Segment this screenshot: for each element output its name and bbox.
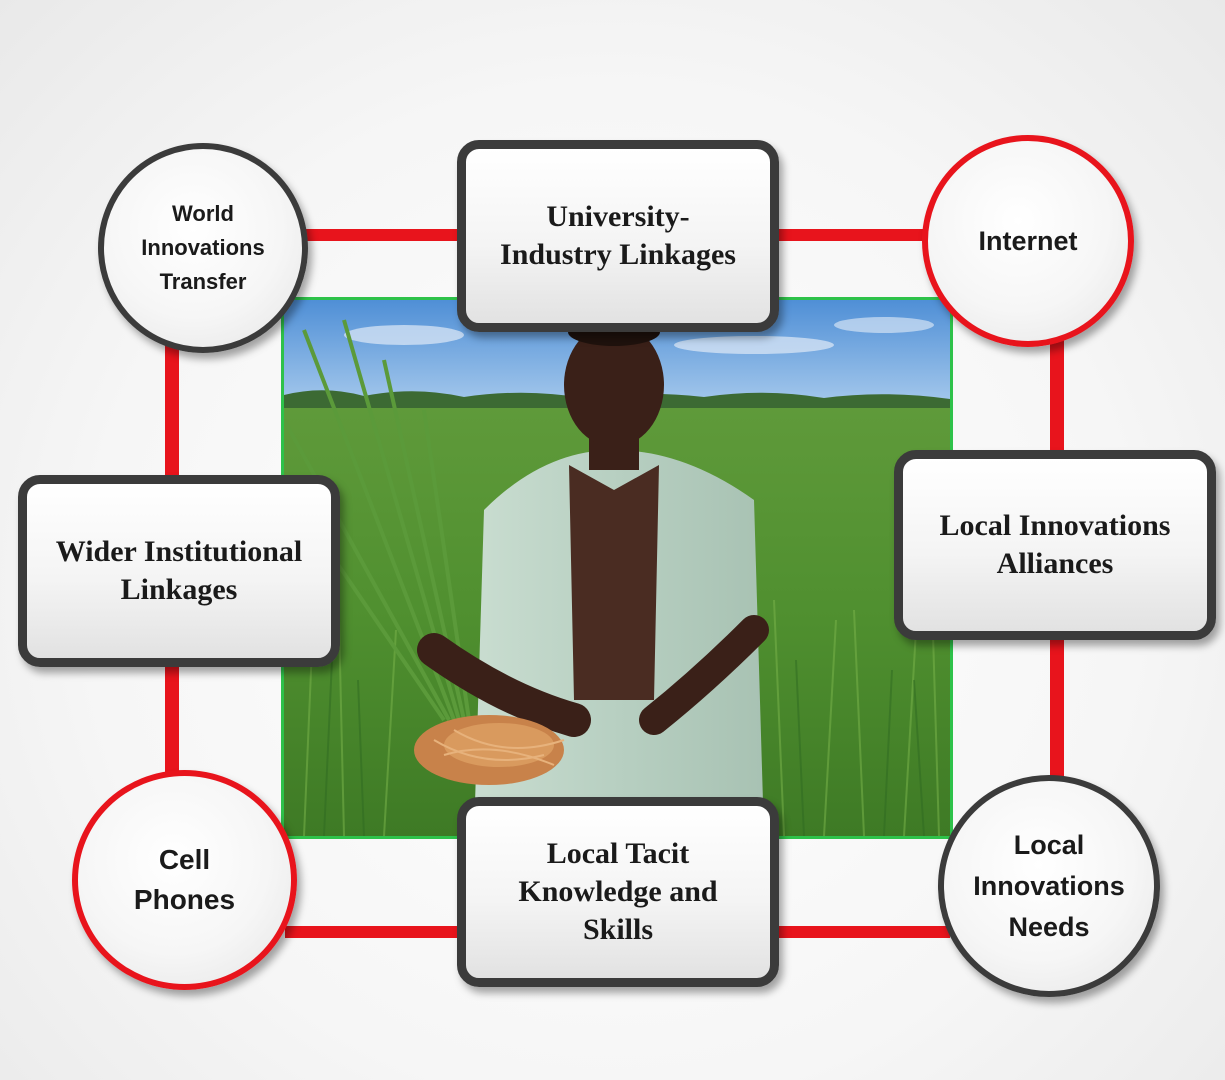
local-innovations-alliances-box: Local Innovations Alliances xyxy=(894,450,1216,640)
local-innovations-alliances-label: Local Innovations Alliances xyxy=(939,509,1171,580)
connector-left-upper xyxy=(165,345,179,480)
farmer-rice-field-photo xyxy=(281,297,953,839)
connector-right-lower xyxy=(1050,630,1064,780)
local-tacit-knowledge-label: Local Tacit Knowledge and Skills xyxy=(518,837,718,946)
connector-bottom-left xyxy=(285,926,465,938)
local-innovations-needs-label: Local Innovations Needs xyxy=(973,829,1125,942)
connector-top-left xyxy=(300,229,465,241)
connector-left-lower xyxy=(165,660,179,780)
cell-phones-label: Cell Phones xyxy=(133,844,236,915)
wider-institutional-linkages-box: Wider Institutional Linkages xyxy=(18,475,340,667)
cell-phones-circle: Cell Phones xyxy=(72,770,297,990)
connector-right-upper xyxy=(1050,340,1064,465)
local-innovations-needs-circle: Local Innovations Needs xyxy=(938,775,1160,997)
wider-institutional-linkages-label: Wider Institutional Linkages xyxy=(55,535,303,606)
connector-bottom-right xyxy=(770,926,950,938)
connector-top-right xyxy=(770,229,935,241)
internet-label: Internet xyxy=(978,226,1078,256)
world-innovations-transfer-circle: World Innovations Transfer xyxy=(98,143,308,353)
world-innovations-transfer-label: World Innovations Transfer xyxy=(141,201,265,294)
university-industry-linkages-label: University- Industry Linkages xyxy=(500,200,736,271)
local-tacit-knowledge-box: Local Tacit Knowledge and Skills xyxy=(457,797,779,987)
internet-circle: Internet xyxy=(922,135,1134,347)
university-industry-linkages-box: University- Industry Linkages xyxy=(457,140,779,332)
